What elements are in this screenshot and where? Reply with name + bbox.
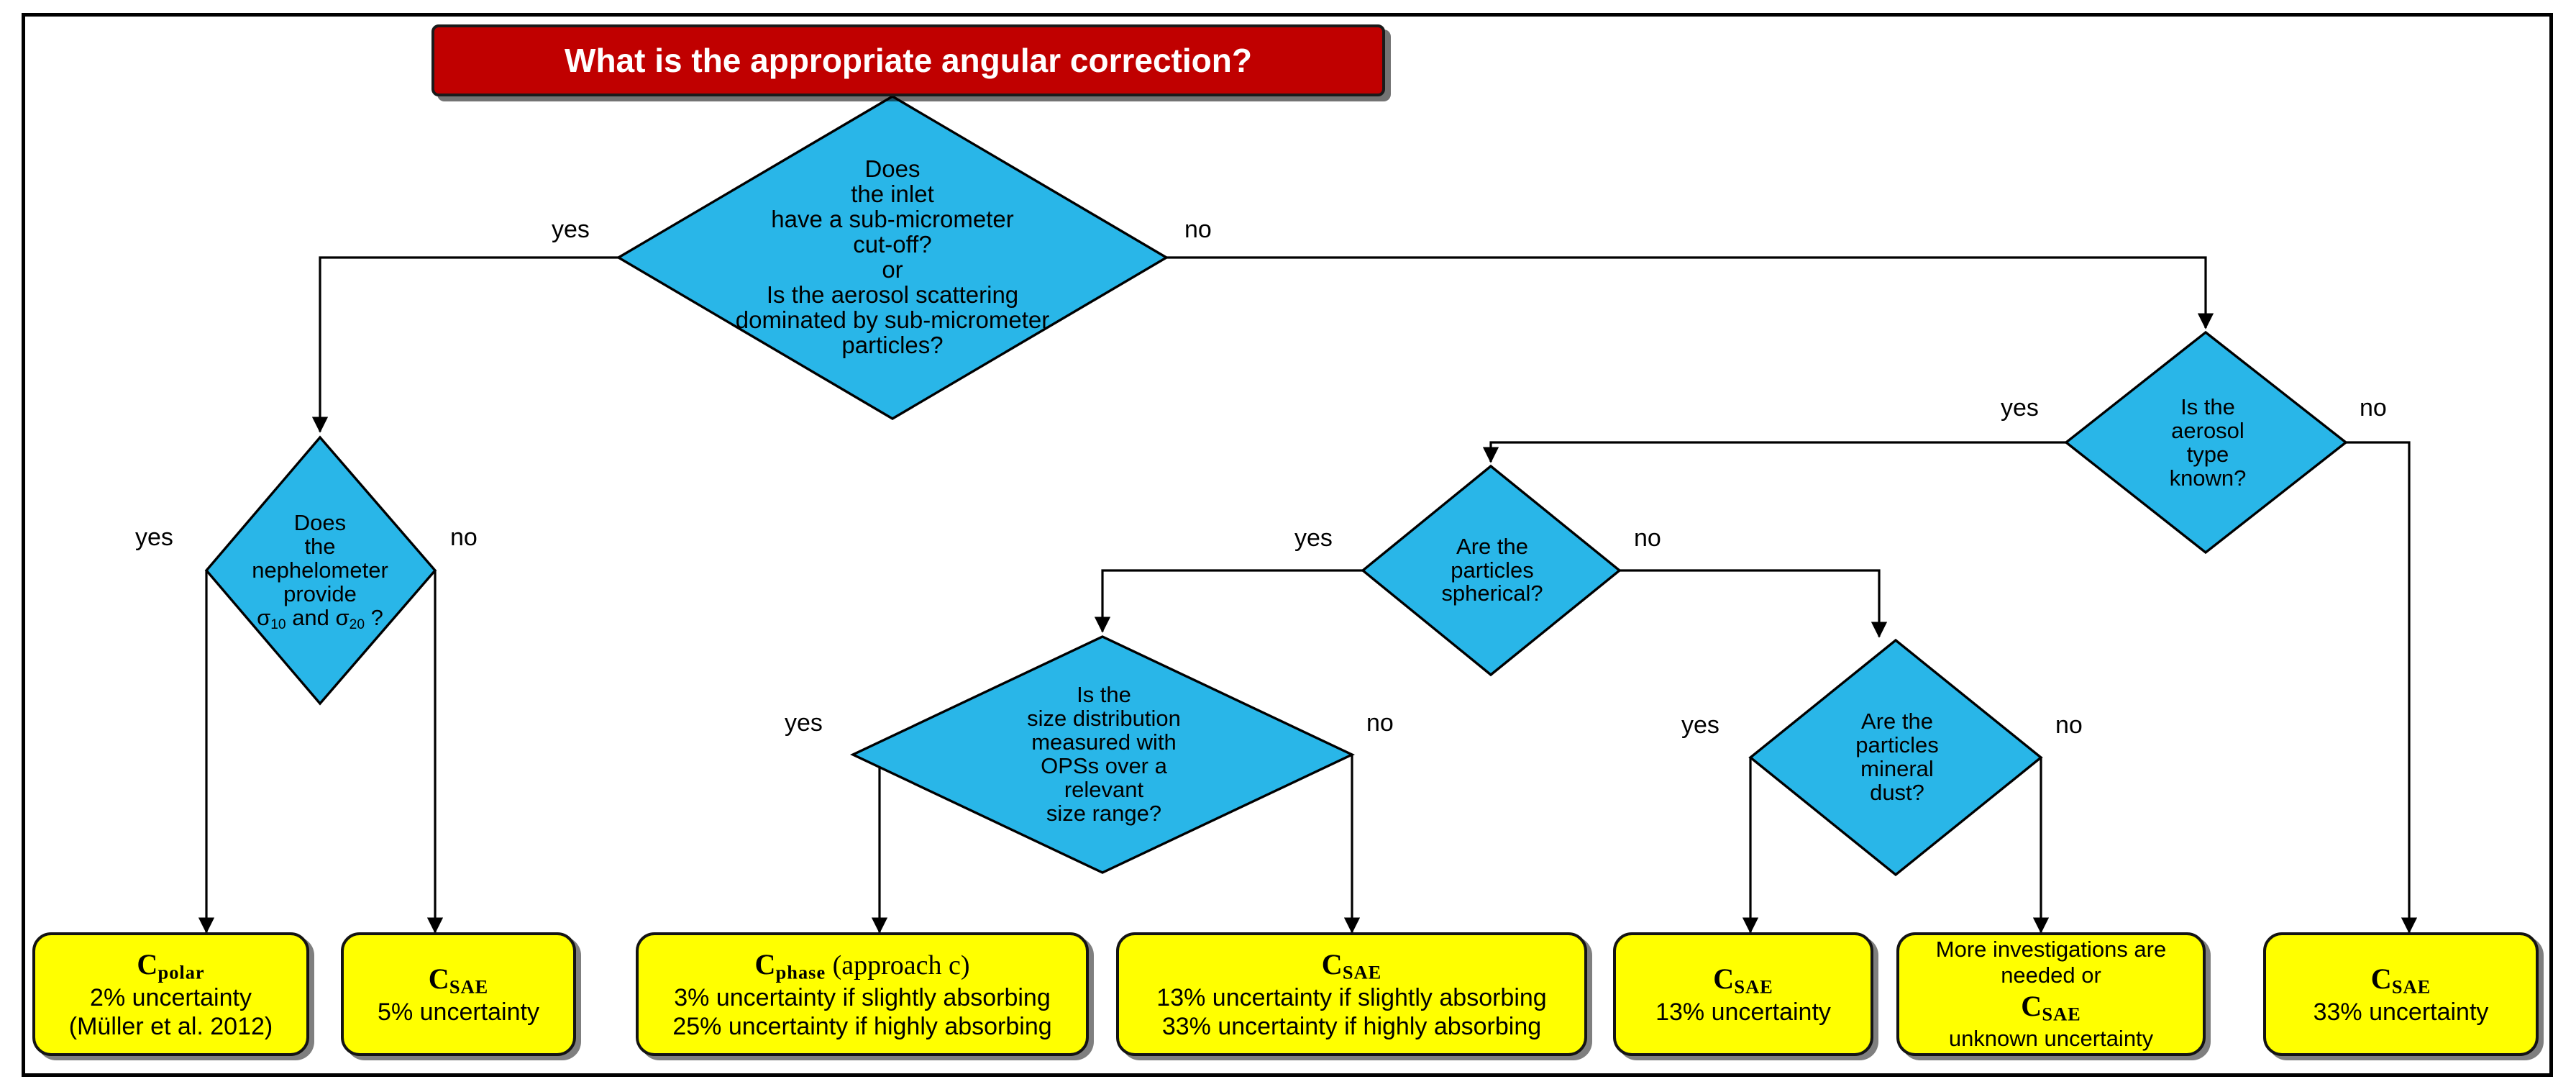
page-title: What is the appropriate angular correcti…: [565, 42, 1252, 79]
edge-label-spherical-yes: yes: [1294, 524, 1333, 552]
result-symbol-c-sae: CSAE: [1321, 947, 1382, 983]
result-line: 13% uncertainty if slightly absorbing: [1156, 984, 1547, 1012]
result-symbol-c-sae: CSAE: [428, 962, 489, 998]
edge-aerosoltype-no: [2346, 441, 2418, 934]
edge-label-neph-yes: yes: [135, 524, 173, 551]
edge-label-aerosoltype-no: no: [2360, 394, 2387, 422]
decision-particles-spherical[interactable]: [1361, 464, 1622, 677]
result-c-sae-13[interactable]: CSAE 13% uncertainty: [1613, 932, 1873, 1056]
edge-spherical-yes: [1094, 569, 1363, 633]
result-line: unknown uncertainty: [1948, 1025, 2154, 1051]
result-c-sae-13-33[interactable]: CSAE 13% uncertainty if slightly absorbi…: [1116, 932, 1587, 1056]
result-symbol-c-sae: CSAE: [2370, 962, 2431, 998]
result-line: 3% uncertainty if slightly absorbing: [674, 984, 1051, 1012]
result-symbol-c-phase: Cphase (approach c): [754, 947, 970, 983]
result-line: More investigations are: [1935, 936, 2167, 962]
result-line: 13% uncertainty: [1655, 998, 1831, 1027]
edge-inlet-yes: [311, 256, 618, 433]
edges: [198, 256, 2418, 934]
diagram-border: [22, 13, 2553, 1077]
edge-label-spherical-no: no: [1634, 524, 1661, 552]
result-symbol-c-sae: CSAE: [1713, 962, 1773, 998]
result-more-investigations[interactable]: More investigations are needed or CSAE u…: [1896, 932, 2206, 1056]
decision-size-distribution-ops[interactable]: [850, 635, 1355, 874]
title-banner: What is the appropriate angular correcti…: [431, 24, 1385, 96]
result-line: (Müller et al. 2012): [68, 1013, 273, 1041]
result-c-polar[interactable]: Cpolar 2% uncertainty (Müller et al. 201…: [32, 932, 309, 1056]
result-line: needed or: [2001, 963, 2101, 988]
edge-label-dust-no: no: [2055, 711, 2083, 739]
edge-aerosoltype-yes: [1482, 441, 2066, 463]
edge-label-inlet-yes: yes: [552, 216, 590, 243]
edge-label-inlet-no: no: [1184, 216, 1212, 243]
edge-label-aerosoltype-yes: yes: [2001, 394, 2039, 422]
result-c-phase[interactable]: Cphase (approach c) 3% uncertainty if sl…: [636, 932, 1089, 1056]
decision-aerosol-type-known[interactable]: [2064, 330, 2348, 555]
decision-nephelometer-sigma[interactable]: [204, 435, 437, 706]
result-symbol-c-sae: CSAE: [2021, 990, 2081, 1025]
edge-spherical-no: [1620, 569, 1888, 638]
edge-label-sizedist-yes: yes: [785, 709, 823, 737]
result-approach-note: (approach c): [832, 950, 970, 980]
decision-shapes: [204, 95, 2348, 877]
result-line: 25% uncertainty if highly absorbing: [672, 1013, 1052, 1041]
result-line: 33% uncertainty: [2313, 998, 2489, 1027]
decision-particles-mineral-dust[interactable]: [1748, 638, 2043, 877]
result-symbol-c-polar: Cpolar: [137, 947, 205, 983]
edge-inlet-no: [1166, 256, 2214, 329]
result-line: 5% uncertainty: [378, 998, 539, 1027]
edge-label-neph-no: no: [450, 524, 478, 551]
result-line: 2% uncertainty: [90, 984, 252, 1012]
result-line: 33% uncertainty if highly absorbing: [1161, 1013, 1542, 1041]
result-c-sae-33[interactable]: CSAE 33% uncertainty: [2263, 932, 2539, 1056]
edge-label-dust-yes: yes: [1681, 711, 1719, 739]
decision-inlet-cutoff[interactable]: [616, 95, 1169, 420]
result-c-sae-5[interactable]: CSAE 5% uncertainty: [341, 932, 576, 1056]
edge-label-sizedist-no: no: [1366, 709, 1394, 737]
